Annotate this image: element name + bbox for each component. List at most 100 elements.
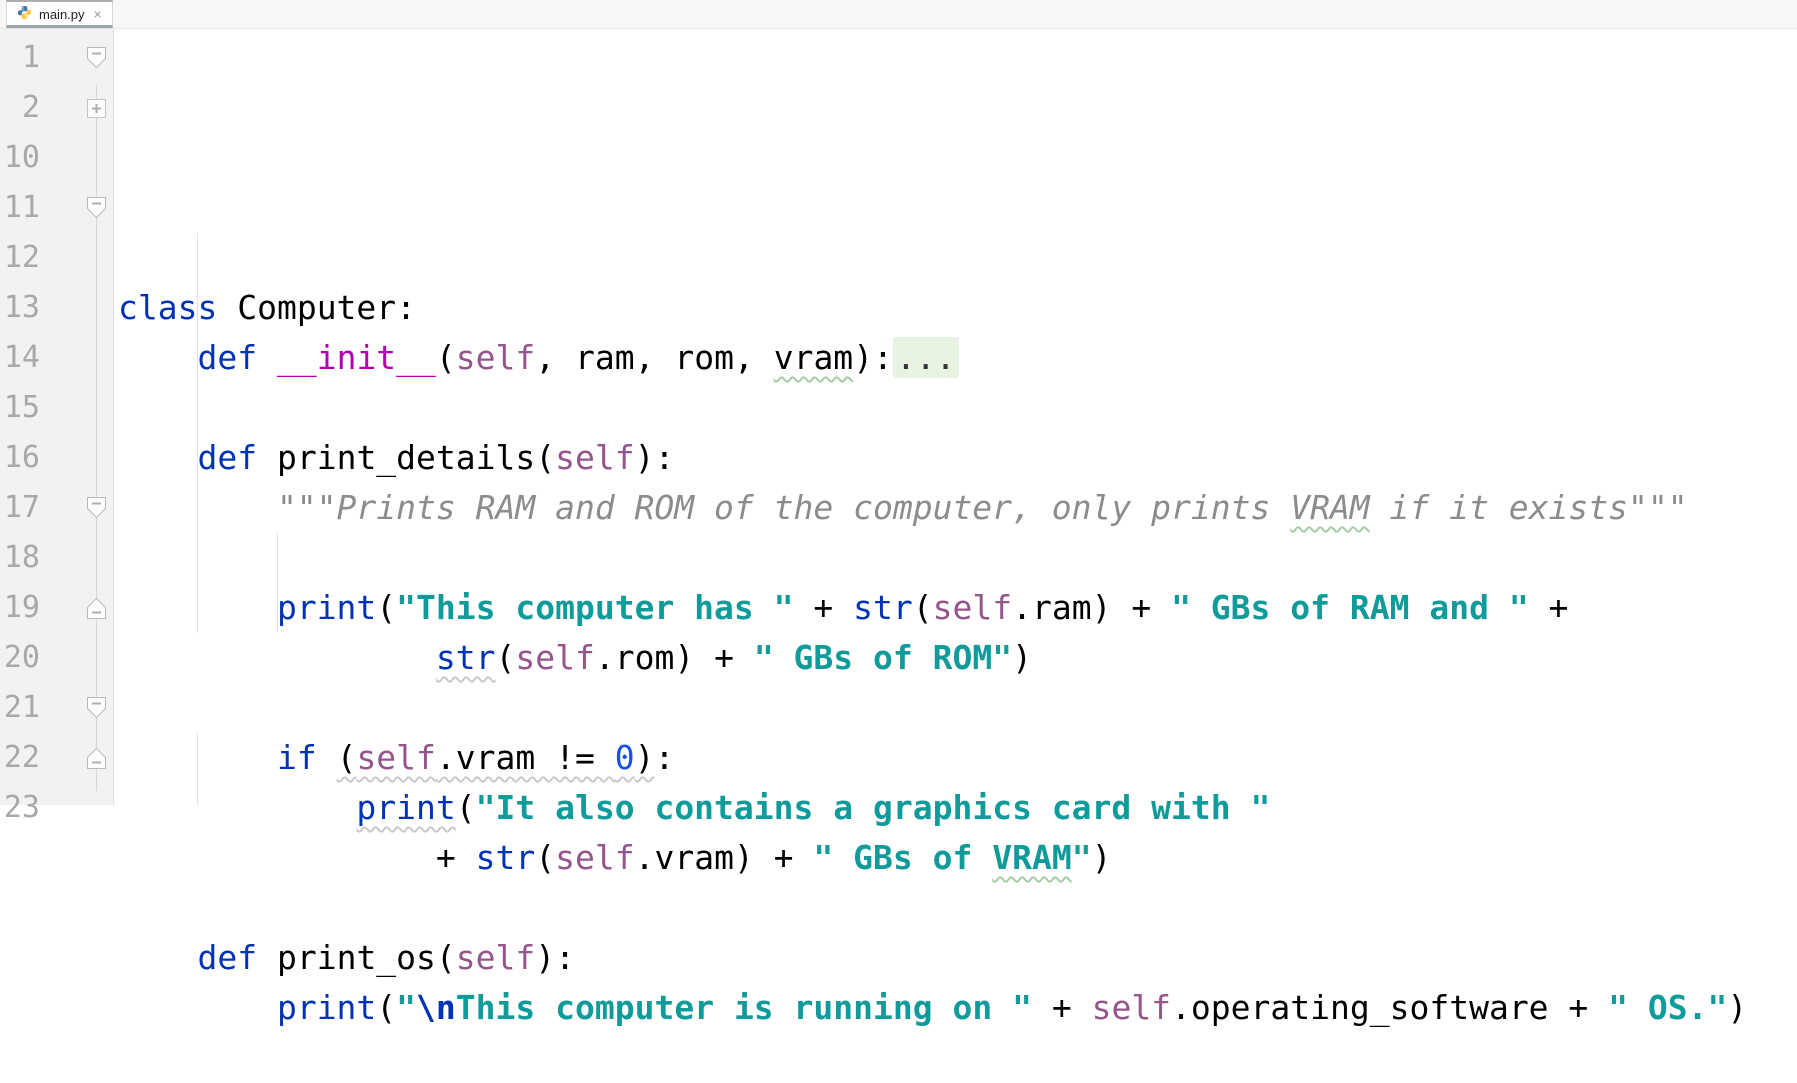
collapse-bottom-fold-icon[interactable]	[85, 596, 108, 620]
code-segment: +	[118, 838, 476, 877]
code-segment: str	[853, 588, 913, 627]
collapse-bottom-fold-icon[interactable]	[85, 746, 108, 770]
code-segment	[118, 738, 277, 777]
code-line-21[interactable]: def print_os(self):	[118, 933, 1797, 983]
code-segment: "	[396, 988, 417, 1027]
code-line-14[interactable]: print("This computer has " + str(self.ra…	[118, 583, 1797, 633]
gutter-row[interactable]: 2	[0, 83, 113, 133]
line-number: 10	[3, 140, 40, 175]
gutter-row[interactable]: 22	[0, 733, 113, 783]
tab-main-py[interactable]: main.py ×	[6, 0, 113, 28]
code-segment: +	[1528, 588, 1569, 627]
code-line-13[interactable]	[118, 533, 1797, 583]
code-segment: )	[634, 738, 655, 777]
collapse-top-fold-icon[interactable]	[85, 196, 108, 220]
gutter-row[interactable]: 21	[0, 683, 113, 733]
code-area[interactable]: class Computer: def __init__(self, ram, …	[114, 29, 1797, 1027]
code-segment	[118, 788, 356, 827]
code-segment: "This computer has "	[396, 588, 794, 627]
gutter-row[interactable]: 17	[0, 483, 113, 533]
code-segment: " GBs of ROM"	[753, 638, 1013, 677]
code-segment: .rom) +	[594, 638, 754, 677]
gutter-row[interactable]: 12	[0, 233, 113, 283]
code-segment	[118, 438, 197, 477]
code-segment	[118, 938, 197, 977]
code-segment	[118, 588, 277, 627]
code-segment: VRAM	[992, 838, 1072, 877]
code-segment	[118, 988, 277, 1027]
line-number: 15	[3, 390, 40, 425]
code-line-10[interactable]	[118, 383, 1797, 433]
code-segment: +	[1031, 988, 1092, 1027]
gutter-row[interactable]: 14	[0, 333, 113, 383]
code-segment: ):	[634, 438, 675, 477]
gutter-row[interactable]: 23	[0, 783, 113, 833]
code-segment: (	[455, 788, 476, 827]
code-segment: .operating_software +	[1171, 988, 1609, 1027]
code-line-23[interactable]	[118, 1033, 1797, 1083]
gutter-row[interactable]: 15	[0, 383, 113, 433]
code-segment: \n	[416, 988, 456, 1027]
line-number: 12	[3, 240, 40, 275]
code-segment: print_details(	[276, 438, 556, 477]
code-line-18[interactable]: print("It also contains a graphics card …	[118, 783, 1797, 833]
code-line-16[interactable]	[118, 683, 1797, 733]
code-segment: self	[932, 588, 1013, 627]
code-line-20[interactable]	[118, 883, 1797, 933]
line-number: 23	[3, 790, 40, 825]
indent-guide	[197, 233, 198, 633]
code-segment: ):	[535, 938, 576, 977]
code-segment: def	[197, 438, 277, 477]
code-segment: +	[793, 588, 854, 627]
line-number: 16	[3, 440, 40, 475]
code-segment	[118, 638, 436, 677]
code-line-17[interactable]: if (self.vram != 0):	[118, 733, 1797, 783]
gutter-row[interactable]: 13	[0, 283, 113, 333]
gutter-row[interactable]: 1	[0, 33, 113, 83]
collapse-top-fold-icon[interactable]	[85, 46, 108, 70]
collapse-top-fold-icon[interactable]	[85, 696, 108, 720]
gutter-row[interactable]: 16	[0, 433, 113, 483]
code-segment: self	[555, 838, 635, 877]
expand-plus-fold-icon[interactable]	[85, 96, 108, 120]
code-segment: , ram, rom,	[535, 338, 774, 377]
code-segment: ):	[853, 338, 893, 377]
code-segment: if it exists"""	[1369, 488, 1688, 527]
line-number: 2	[21, 90, 40, 125]
code-segment: (	[336, 738, 357, 777]
gutter-row[interactable]: 10	[0, 133, 113, 183]
code-segment: )	[1012, 638, 1032, 677]
code-segment: .vram) +	[634, 838, 814, 877]
code-line-19[interactable]: + str(self.vram) + " GBs of VRAM")	[118, 833, 1797, 883]
code-segment: (	[495, 638, 516, 677]
code-segment: def	[197, 938, 277, 977]
code-line-2[interactable]: def __init__(self, ram, rom, vram):...	[118, 333, 1797, 383]
code-line-15[interactable]: str(self.rom) + " GBs of ROM")	[118, 633, 1797, 683]
code-segment: if	[276, 738, 337, 777]
line-number: 18	[3, 540, 40, 575]
gutter-row[interactable]: 11	[0, 183, 113, 233]
code-segment: print	[356, 788, 456, 827]
code-line-11[interactable]: def print_details(self):	[118, 433, 1797, 483]
code-segment: self	[356, 738, 436, 777]
gutter-row[interactable]: 20	[0, 633, 113, 683]
indent-guide	[197, 733, 198, 805]
code-line-1[interactable]: class Computer:	[118, 283, 1797, 333]
fold-range-line	[96, 85, 97, 791]
code-segment: print	[276, 988, 377, 1027]
gutter-row[interactable]: 18	[0, 533, 113, 583]
code-segment: This computer is running on "	[455, 988, 1032, 1027]
collapse-top-fold-icon[interactable]	[85, 496, 108, 520]
gutter-row[interactable]: 19	[0, 583, 113, 633]
python-file-icon	[17, 5, 32, 23]
code-segment: self	[1091, 988, 1172, 1027]
code-segment: (	[535, 838, 556, 877]
code-segment: 0	[614, 738, 635, 777]
code-segment: "It also contains a graphics card with "	[475, 788, 1271, 827]
tab-close-icon[interactable]: ×	[93, 5, 102, 22]
code-segment: print	[276, 588, 377, 627]
code-line-12[interactable]: """Prints RAM and ROM of the computer, o…	[118, 483, 1797, 533]
code-line-22[interactable]: print("\nThis computer is running on " +…	[118, 983, 1797, 1033]
code-segment: vram	[773, 338, 854, 377]
